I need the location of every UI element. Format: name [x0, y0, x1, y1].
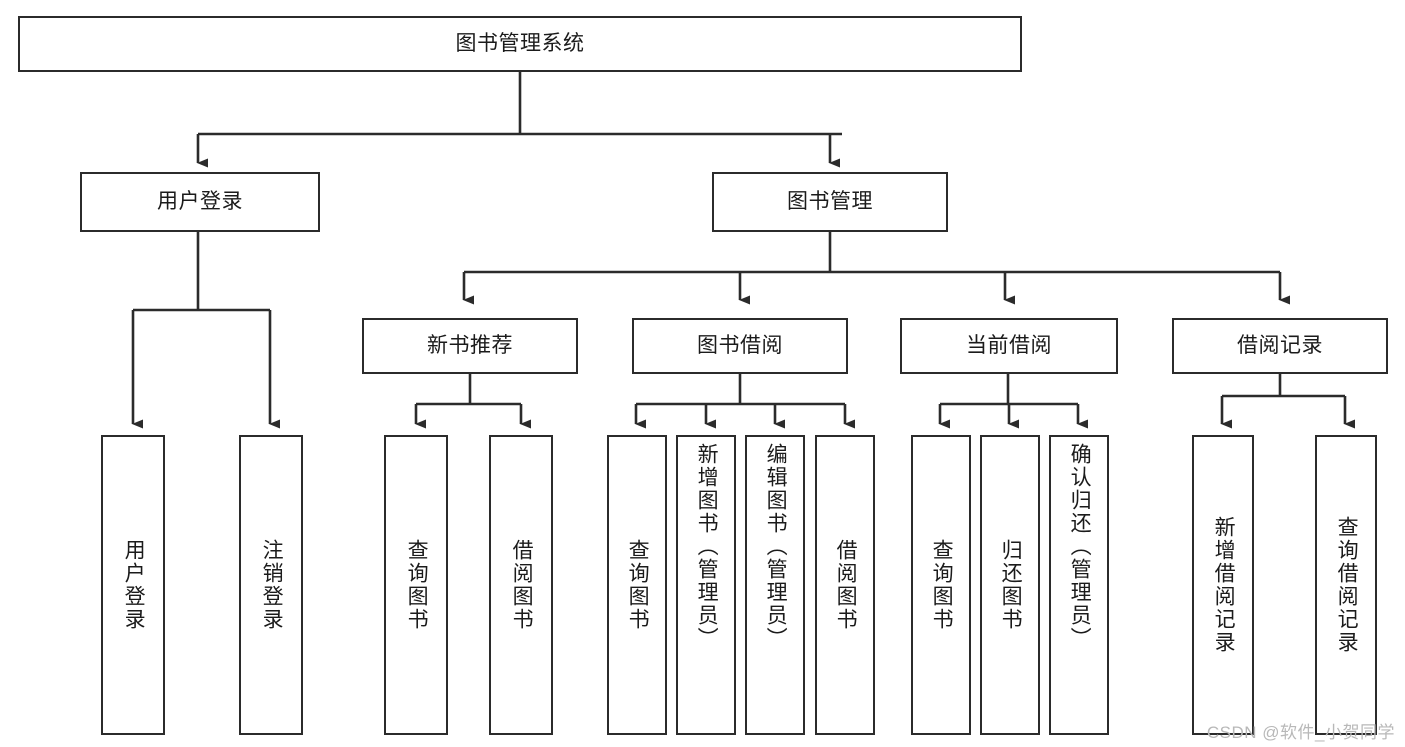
node-leaf-borrow-book-1-label: 借阅图书 [510, 539, 534, 631]
node-leaf-query-book-3-label: 查询图书 [930, 539, 954, 631]
node-leaf-add-borrow-record[interactable]: 新增借阅记录 [1192, 435, 1254, 735]
node-leaf-edit-book-label: 编辑图书（管理员） [764, 443, 788, 650]
node-user-login[interactable]: 用户登录 [80, 172, 320, 232]
node-leaf-add-borrow-record-label: 新增借阅记录 [1212, 516, 1236, 654]
node-leaf-confirm-return[interactable]: 确认归还（管理员） [1049, 435, 1109, 735]
node-borrow-record-label: 借阅记录 [1237, 334, 1323, 358]
node-leaf-borrow-book-2[interactable]: 借阅图书 [815, 435, 875, 735]
node-current-borrow[interactable]: 当前借阅 [900, 318, 1118, 374]
node-leaf-return-book-label: 归还图书 [999, 539, 1023, 631]
node-leaf-logout-login-label: 注销登录 [260, 539, 284, 631]
node-user-login-label: 用户登录 [157, 190, 243, 214]
node-root[interactable]: 图书管理系统 [18, 16, 1022, 72]
node-leaf-add-book-label: 新增图书（管理员） [695, 443, 719, 650]
csdn-watermark: CSDN @软件_小贺同学 [1206, 723, 1395, 742]
node-leaf-query-book-3[interactable]: 查询图书 [911, 435, 971, 735]
node-leaf-query-book-1[interactable]: 查询图书 [384, 435, 448, 735]
node-leaf-borrow-book-2-label: 借阅图书 [834, 539, 858, 631]
node-current-borrow-label: 当前借阅 [966, 334, 1052, 358]
node-leaf-query-borrow-record[interactable]: 查询借阅记录 [1315, 435, 1377, 735]
node-leaf-add-book[interactable]: 新增图书（管理员） [676, 435, 736, 735]
node-leaf-logout-login[interactable]: 注销登录 [239, 435, 303, 735]
node-book-borrow[interactable]: 图书借阅 [632, 318, 848, 374]
node-leaf-query-book-2-label: 查询图书 [626, 539, 650, 631]
node-leaf-user-login[interactable]: 用户登录 [101, 435, 165, 735]
node-leaf-query-borrow-record-label: 查询借阅记录 [1335, 516, 1359, 654]
node-borrow-record[interactable]: 借阅记录 [1172, 318, 1388, 374]
node-root-label: 图书管理系统 [455, 32, 585, 56]
node-leaf-confirm-return-label: 确认归还（管理员） [1068, 443, 1092, 650]
node-book-management[interactable]: 图书管理 [712, 172, 948, 232]
node-leaf-query-book-2[interactable]: 查询图书 [607, 435, 667, 735]
node-leaf-return-book[interactable]: 归还图书 [980, 435, 1040, 735]
node-book-borrow-label: 图书借阅 [697, 334, 783, 358]
node-leaf-borrow-book-1[interactable]: 借阅图书 [489, 435, 553, 735]
node-new-book-recommend[interactable]: 新书推荐 [362, 318, 578, 374]
node-leaf-query-book-1-label: 查询图书 [405, 539, 429, 631]
node-leaf-user-login-label: 用户登录 [122, 539, 146, 631]
node-book-management-label: 图书管理 [787, 190, 873, 214]
node-leaf-edit-book[interactable]: 编辑图书（管理员） [745, 435, 805, 735]
node-new-book-recommend-label: 新书推荐 [427, 334, 513, 358]
